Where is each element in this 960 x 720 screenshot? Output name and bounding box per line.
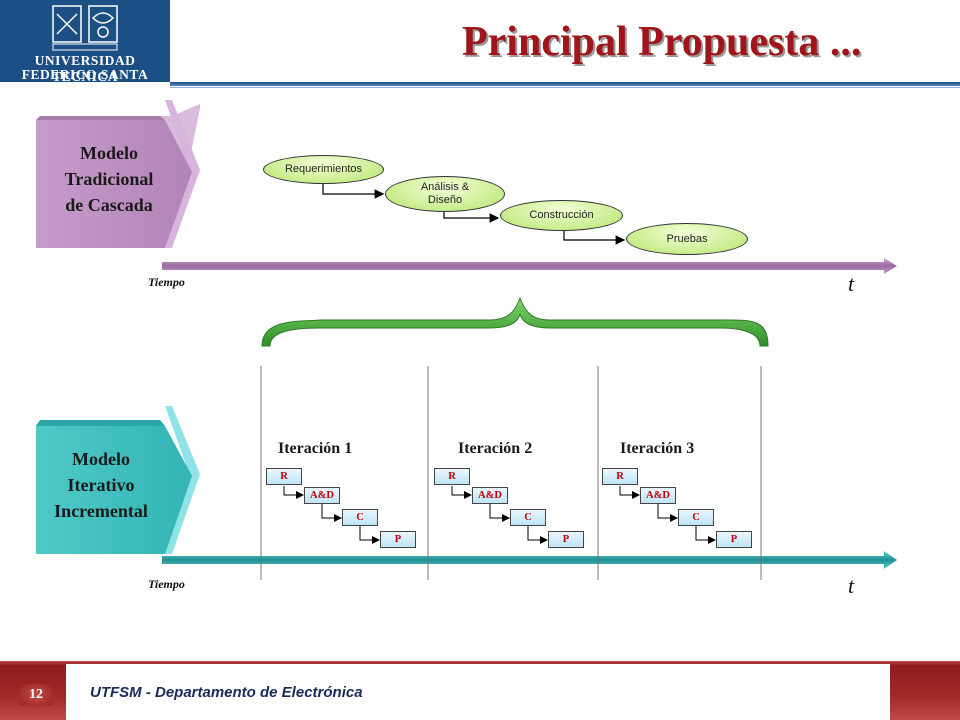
iteration-2-step-r: R [434, 468, 470, 485]
iteration-3-step-p: P [716, 531, 752, 548]
curly-brace-icon [261, 296, 769, 347]
university-logo: UNIVERSIDAD TECNICA FEDERICO SANTA MARIA [0, 0, 170, 98]
header-divider [170, 82, 960, 86]
iteration-1-step-c: C [342, 509, 378, 526]
iterative-model-label: Modelo Iterativo Incremental [36, 446, 166, 524]
iterative-label-line1: Modelo [72, 449, 130, 469]
waterfall-model-label: Modelo Tradicional de Cascada [44, 140, 174, 218]
iteration-2-step-ad: A&D [472, 487, 508, 504]
iteration-2-step-p: P [548, 531, 584, 548]
iteration-2-title: Iteración 2 [458, 440, 533, 457]
phase-pruebas: Pruebas [626, 223, 748, 255]
waterfall-axis-label: Tiempo [148, 275, 185, 289]
iteration-3-step-c: C [678, 509, 714, 526]
iteration-1-step-ad: A&D [304, 487, 340, 504]
slide-title: Principal Propuesta ... [462, 19, 862, 65]
iteration-1-step-p: P [380, 531, 416, 548]
iterative-time-axis [162, 551, 897, 569]
phase-construccion: Construcción [500, 200, 623, 231]
iteration-3-title: Iteración 3 [620, 440, 695, 457]
iterative-label-line2: Iterativo [67, 475, 135, 495]
footer-panel [66, 664, 890, 720]
phase-analisis-diseno: Análisis & Diseño [385, 176, 505, 212]
iteration-1-step-r: R [266, 468, 302, 485]
page-number: 12 [20, 684, 52, 706]
waterfall-time-axis [162, 258, 897, 274]
waterfall-connectors [322, 180, 626, 245]
header-divider-thin [170, 87, 960, 88]
iteration-3-step-ad: A&D [640, 487, 676, 504]
iteration-2-step-c: C [510, 509, 546, 526]
university-name-line2: FEDERICO SANTA MARIA [21, 67, 149, 98]
iterative-label-arrow [36, 406, 200, 554]
iterative-axis-symbol: t [848, 573, 855, 598]
iteration-connectors [283, 486, 716, 544]
university-name-line1: UNIVERSIDAD TECNICA [34, 53, 136, 84]
phase-requerimientos: Requerimientos [263, 155, 384, 184]
waterfall-label-line1: Modelo [80, 143, 138, 163]
footer-text: UTFSM - Departamento de Electrónica [90, 684, 363, 701]
iteration-separators [260, 366, 762, 580]
waterfall-axis-symbol: t [848, 271, 855, 296]
iteration-1-title: Iteración 1 [278, 440, 353, 457]
waterfall-label-line3: de Cascada [65, 195, 153, 215]
iteration-3-step-r: R [602, 468, 638, 485]
waterfall-label-arrow [36, 100, 200, 248]
iterative-axis-label: Tiempo [148, 577, 185, 591]
iterative-label-line3: Incremental [54, 501, 148, 521]
university-crest-icon [52, 5, 118, 51]
waterfall-label-line2: Tradicional [64, 169, 154, 189]
